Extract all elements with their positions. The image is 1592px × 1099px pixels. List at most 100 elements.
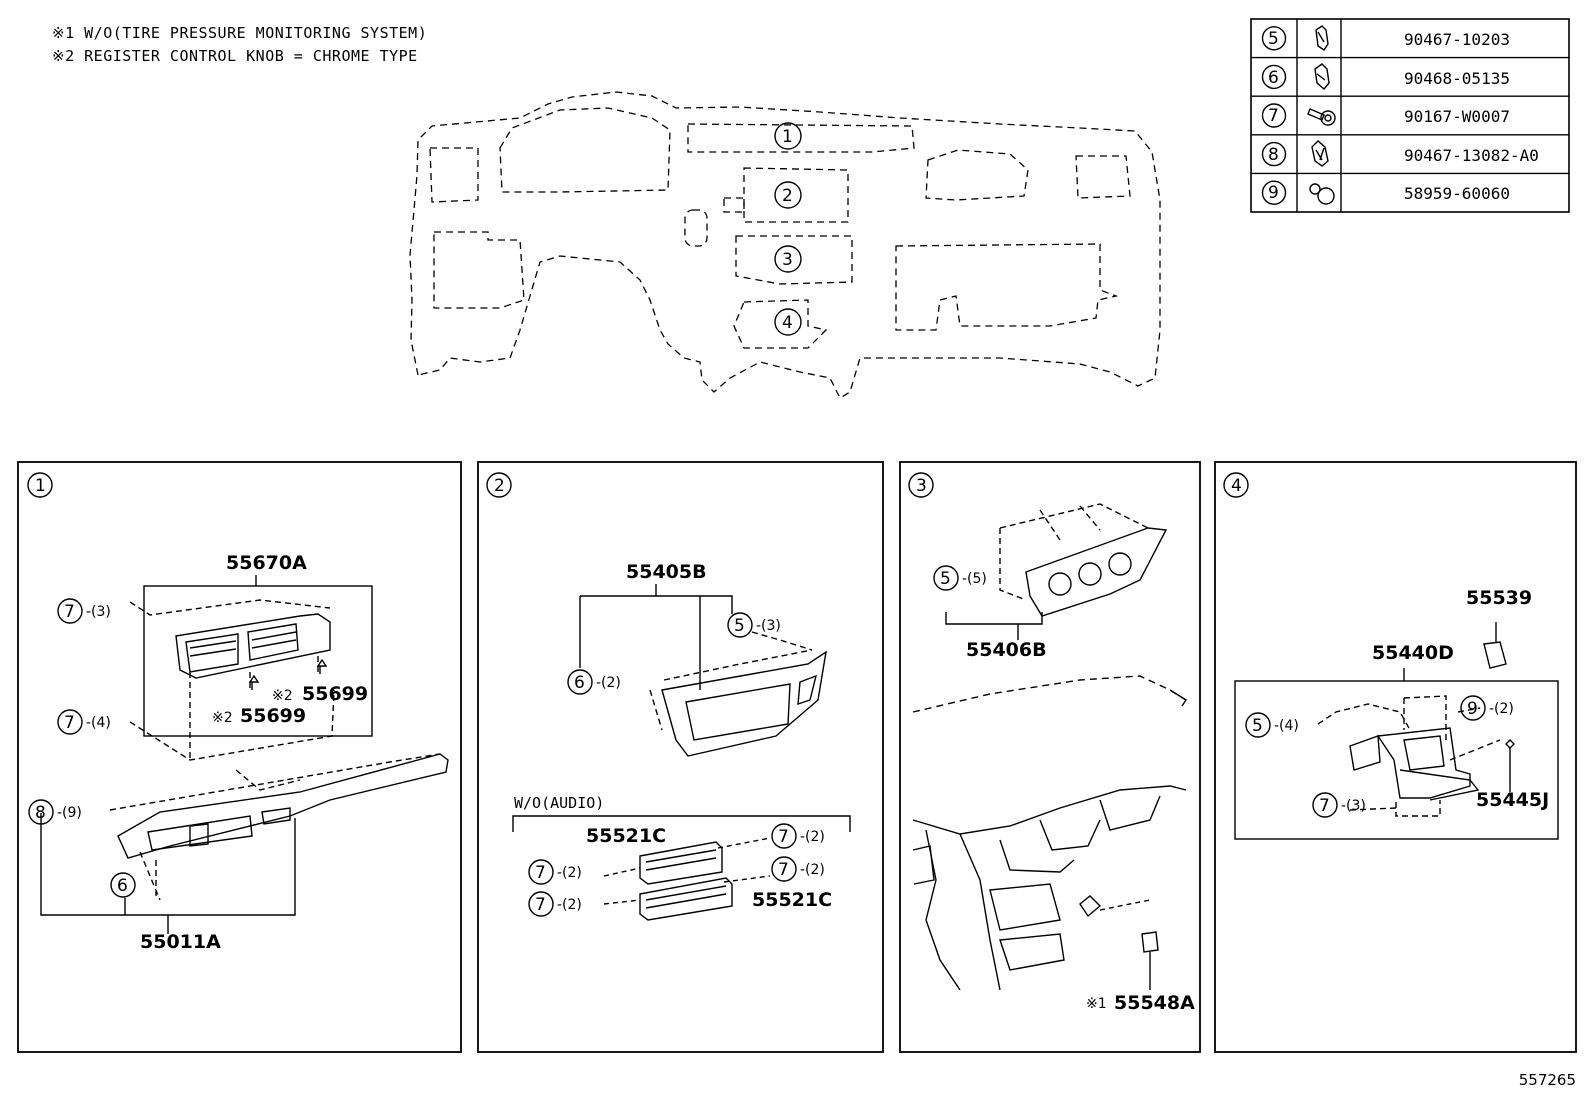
qty: -(4) [86, 715, 111, 731]
callout-num: 7 [535, 895, 546, 915]
qty: -(2) [596, 675, 621, 691]
clip-icon [1314, 63, 1330, 90]
panel-2-callout-6 [567, 669, 593, 695]
table-part-7: 90167-W0007 [1404, 107, 1510, 126]
overview-label-2: 2 [782, 186, 793, 206]
panel-4-drawing [1234, 622, 1559, 840]
table-num-8: 8 [1268, 145, 1279, 165]
qty: -(3) [1341, 798, 1366, 814]
table-row [1261, 140, 1329, 167]
overview-label-4: 4 [782, 313, 793, 333]
table-num-7: 7 [1268, 106, 1279, 126]
clip-icon [1311, 140, 1329, 167]
panel-1-callout-6 [110, 872, 136, 898]
qty: -(2) [1489, 701, 1514, 717]
qty: -(9) [57, 805, 82, 821]
diagram-reference-number: 557265 [1518, 1071, 1576, 1089]
panel-1-drawing [40, 575, 449, 934]
panel-3-frame [899, 461, 1201, 1053]
table-row [1261, 25, 1329, 51]
part-55406B: 55406B [966, 639, 1047, 661]
overview-label-3: 3 [782, 250, 793, 270]
panel-3-label: 3 [916, 476, 927, 496]
panel-1-number [27, 472, 53, 498]
part-55011A: 55011A [140, 931, 221, 953]
cap-icon [1309, 183, 1321, 195]
panel-1-callout-8 [28, 799, 54, 825]
part-55521C-a: 55521C [586, 825, 666, 847]
mark-2: ※2 [212, 710, 233, 726]
overview-callout-1 [774, 122, 802, 150]
table-part-8: 90467-13082-A0 [1404, 146, 1539, 165]
panel-4-number [1223, 472, 1249, 498]
callout-num: 8 [35, 803, 46, 823]
panel-2-callout-7c [771, 856, 797, 882]
part-55670A: 55670A [226, 552, 307, 574]
panel-1-frame [17, 461, 462, 1053]
group-label: W/O(AUDIO) [514, 794, 604, 812]
panel-3-drawing [912, 503, 1187, 991]
table-part-6: 90468-05135 [1404, 69, 1510, 88]
panel-1-callout-7b [57, 709, 83, 735]
mark-1: ※1 [1086, 996, 1107, 1012]
callout-num: 5 [1252, 716, 1263, 736]
panel-2-label: 2 [494, 476, 505, 496]
qty: -(2) [557, 865, 582, 881]
overview-callout-4 [774, 308, 802, 336]
table-part-9: 58959-60060 [1404, 184, 1510, 203]
qty: -(2) [800, 829, 825, 845]
table-row [1261, 180, 1335, 205]
callout-num: 6 [574, 673, 585, 693]
panel-3-callout-5 [933, 565, 959, 591]
qty: -(3) [86, 604, 111, 620]
panel-2-callout-7d [528, 891, 554, 917]
callout-num: 9 [1467, 699, 1478, 719]
note-1: ※1 W/O(TIRE PRESSURE MONITORING SYSTEM) [52, 24, 428, 42]
note-2: ※2 REGISTER CONTROL KNOB = CHROME TYPE [52, 47, 418, 65]
qty: -(4) [1274, 718, 1299, 734]
callout-num: 7 [778, 827, 789, 847]
callout-num: 5 [734, 616, 745, 636]
panel-4-frame [1214, 461, 1577, 1053]
panel-2-callout-5 [727, 612, 753, 638]
part-55548A: 55548A [1114, 992, 1195, 1014]
panel-3-number [908, 472, 934, 498]
qty: -(3) [756, 618, 781, 634]
panel-4-label: 4 [1231, 476, 1242, 496]
parts-table [1250, 18, 1570, 213]
part-55539: 55539 [1466, 587, 1532, 609]
table-num-6: 6 [1268, 68, 1279, 88]
panel-2-callout-7a [771, 823, 797, 849]
part-55405B: 55405B [626, 561, 707, 583]
panel-2-callout-7b [528, 859, 554, 885]
table-row [1261, 103, 1336, 128]
callout-num: 7 [535, 863, 546, 883]
callout-num: 7 [64, 602, 75, 622]
table-row [1261, 63, 1330, 90]
part-55699-b: 55699 [240, 705, 306, 727]
part-55445J: 55445J [1476, 789, 1549, 811]
panel-4-callout-7 [1312, 792, 1338, 818]
callout-num: 7 [778, 860, 789, 880]
overview-callout-3 [774, 245, 802, 273]
panel-1-label: 1 [35, 476, 46, 496]
clip-icon [1315, 25, 1329, 51]
part-55521C-b: 55521C [752, 889, 832, 911]
table-num-5: 5 [1268, 29, 1279, 49]
instrument-panel-overview [409, 91, 1161, 399]
qty: -(5) [962, 571, 987, 587]
overview-label-1: 1 [782, 127, 793, 147]
panel-4-callout-9 [1460, 695, 1486, 721]
qty: -(2) [557, 897, 582, 913]
callout-num: 7 [64, 713, 75, 733]
panel-2-number [486, 472, 512, 498]
panel-4-callout-5 [1245, 712, 1271, 738]
panel-2-frame [477, 461, 884, 1053]
callout-num: 6 [117, 876, 128, 896]
panel-2-drawing [512, 584, 851, 921]
part-55699-a: 55699 [302, 683, 368, 705]
part-55440D: 55440D [1372, 642, 1454, 664]
callout-num: 5 [940, 569, 951, 589]
panel-1-callout-7a [57, 598, 83, 624]
